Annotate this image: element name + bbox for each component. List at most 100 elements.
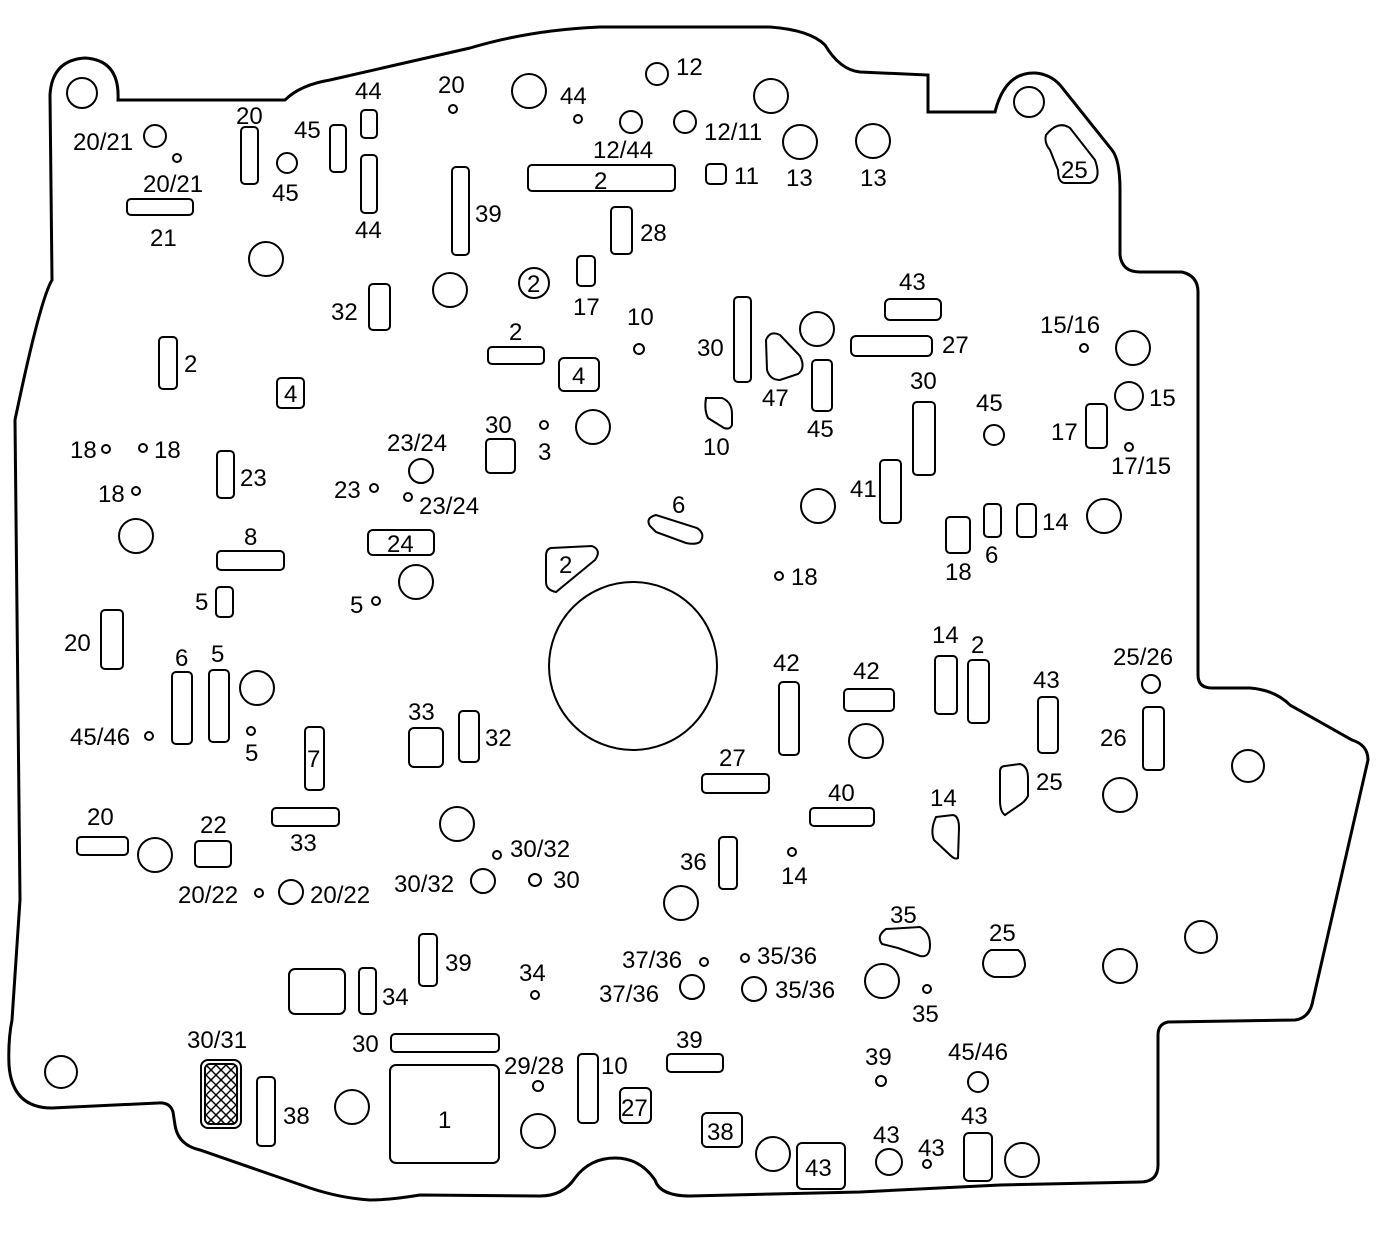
pockets [200, 124, 1099, 1129]
mounting-hole [1231, 749, 1265, 783]
label: 20 [87, 804, 114, 831]
label: 2 [184, 351, 197, 378]
slot [367, 529, 435, 556]
pin-hole [131, 486, 141, 496]
label: 12 [676, 54, 703, 81]
label: 5 [245, 740, 258, 767]
label: 30 [697, 335, 724, 362]
hole [239, 670, 275, 706]
label: 18 [70, 437, 97, 464]
label: 35/36 [775, 977, 835, 1004]
slot [171, 671, 193, 745]
pin-hole [633, 343, 645, 355]
pin-hole [403, 492, 413, 502]
slot [390, 1033, 500, 1053]
label: 20/22 [310, 882, 370, 909]
slot [811, 359, 833, 412]
slot [368, 283, 391, 331]
label: 28 [640, 220, 667, 247]
label: 25 [989, 920, 1016, 947]
hole [799, 311, 835, 347]
hole [511, 73, 547, 109]
slot [527, 164, 676, 192]
label: 45/46 [70, 724, 130, 751]
slot [701, 773, 770, 794]
slot [577, 1053, 599, 1124]
label: 18 [791, 564, 818, 591]
slot [843, 688, 895, 712]
label: 44 [355, 78, 382, 105]
hole [755, 1136, 791, 1172]
slot [983, 503, 1002, 538]
label: 6 [175, 645, 188, 672]
slot [360, 109, 378, 139]
label: 2 [527, 271, 540, 298]
mounting-hole [44, 1055, 78, 1089]
label: 35 [912, 1001, 939, 1028]
pin-hole [875, 1075, 887, 1087]
label: 43 [805, 1155, 832, 1182]
slot [304, 726, 325, 791]
slot [558, 357, 600, 392]
label: 18 [945, 559, 972, 586]
label: 4 [284, 381, 297, 408]
label: 37/36 [599, 981, 659, 1008]
slot [256, 1076, 276, 1147]
pin-hole [371, 596, 381, 606]
label: 37/36 [622, 947, 682, 974]
label: 27 [621, 1095, 648, 1122]
hole [1004, 1142, 1040, 1178]
hole [432, 272, 468, 308]
hole [137, 837, 173, 873]
slot [666, 1053, 724, 1073]
label: 30 [910, 368, 937, 395]
slots [76, 109, 1165, 1190]
pocket [704, 397, 733, 430]
hole [741, 976, 767, 1002]
label: 27 [942, 332, 969, 359]
label: 38 [283, 1103, 310, 1130]
pin-hole [774, 571, 784, 581]
label: 10 [627, 304, 654, 331]
slot [879, 459, 902, 524]
slot [850, 335, 933, 357]
pin-hole [138, 443, 148, 453]
label: 13 [786, 165, 813, 192]
label: 43 [961, 1103, 988, 1130]
hole [875, 1148, 903, 1176]
slot [100, 609, 124, 670]
pin-hole [448, 104, 458, 114]
label: 20 [64, 630, 91, 657]
label: 4 [572, 363, 585, 390]
slot [809, 807, 875, 827]
slot [329, 124, 347, 173]
label: 17 [573, 294, 600, 321]
label: 45/46 [948, 1039, 1008, 1066]
label: 22 [200, 812, 227, 839]
label: 23/24 [387, 430, 447, 457]
mounting-holes [44, 77, 1265, 1089]
circled-label-ring [518, 267, 550, 299]
slot [240, 126, 259, 185]
label: 17/15 [1111, 453, 1171, 480]
label: 26 [1100, 725, 1127, 752]
slot [1142, 706, 1165, 771]
slot [126, 198, 194, 216]
central-bore [548, 581, 718, 751]
label: 30 [352, 1031, 379, 1058]
label: 20/21 [73, 129, 133, 156]
label: 12/44 [593, 137, 653, 164]
label: 2 [509, 319, 522, 346]
label: 30/32 [510, 836, 570, 863]
label: 5 [211, 641, 224, 668]
slot [215, 586, 234, 618]
hole [278, 879, 304, 905]
label: 39 [676, 1027, 703, 1054]
label: 43 [1033, 667, 1060, 694]
label: 20/22 [178, 882, 238, 909]
label: 44 [355, 217, 382, 244]
label: 25 [1061, 157, 1088, 184]
label: 39 [475, 201, 502, 228]
label: 14 [932, 622, 959, 649]
